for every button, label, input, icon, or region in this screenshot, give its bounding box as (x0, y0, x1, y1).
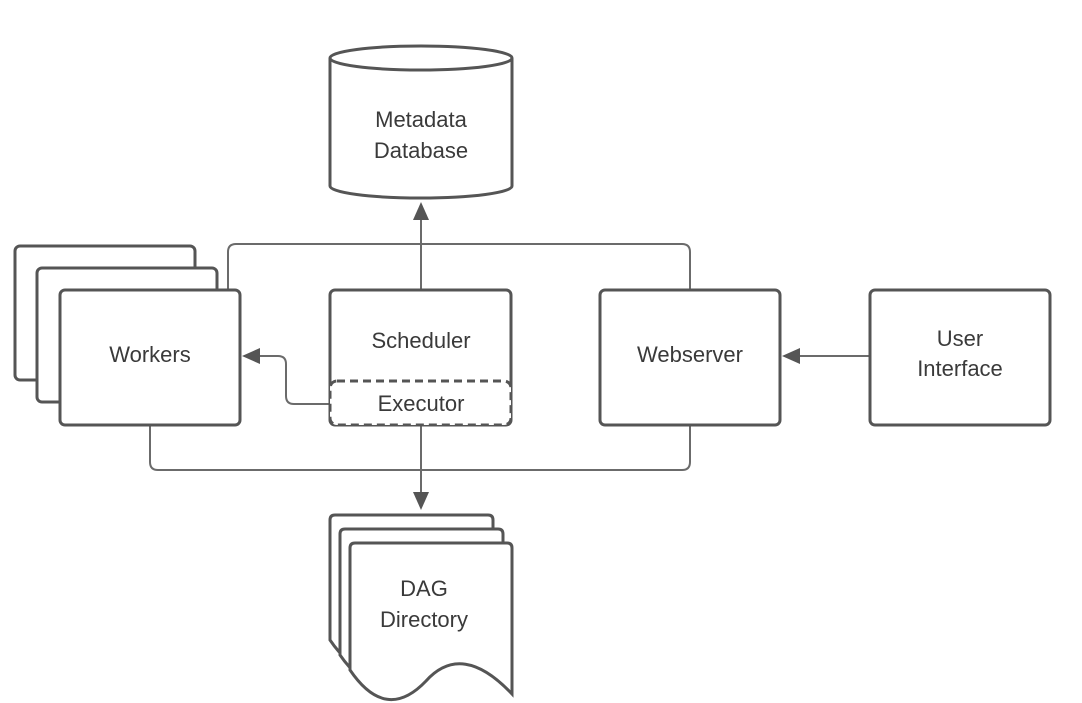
metadata-database-node: Metadata Database (328, 44, 514, 200)
arrow-to-webserver-icon (782, 348, 800, 364)
user-interface-label-line1: User (937, 326, 983, 351)
dag-document-icon (348, 541, 514, 702)
dag-directory-node: DAG Directory (328, 513, 514, 702)
webserver-node: Webserver (598, 288, 782, 427)
arrow-to-database-icon (413, 202, 429, 220)
metadata-database-label-line1: Metadata (375, 107, 467, 132)
workers-stack-front (58, 288, 242, 427)
workers-label: Workers (109, 342, 191, 367)
user-interface-box (868, 288, 1052, 427)
executor-label: Executor (378, 391, 465, 416)
dag-directory-label-line1: DAG (400, 576, 448, 601)
dag-directory-label-line2: Directory (380, 607, 468, 632)
executor-box (328, 379, 513, 427)
user-interface-node: User Interface (868, 288, 1052, 427)
connector-top-bus (227, 243, 691, 290)
webserver-label: Webserver (637, 342, 743, 367)
user-interface-label-line2: Interface (917, 356, 1003, 381)
database-cylinder-top (328, 44, 514, 72)
arrow-to-dags-icon (413, 492, 429, 510)
workers-node: Workers (13, 244, 242, 427)
metadata-database-label-line2: Database (374, 138, 468, 163)
arrow-to-workers-icon (242, 348, 260, 364)
connector-executor-to-workers (258, 355, 330, 405)
scheduler-label: Scheduler (371, 328, 470, 353)
database-cylinder-icon (328, 58, 514, 200)
webserver-box (598, 288, 782, 427)
scheduler-node: Scheduler Executor (328, 288, 513, 427)
